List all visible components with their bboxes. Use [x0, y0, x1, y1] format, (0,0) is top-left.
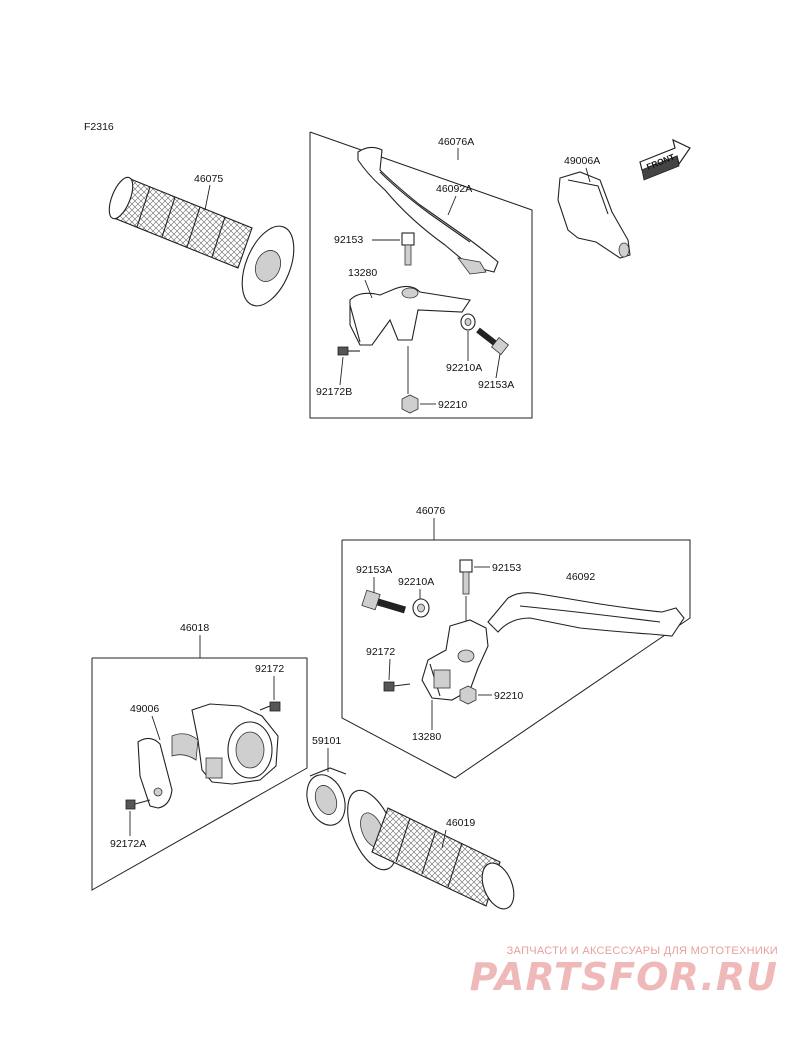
label-46075: 46075	[194, 173, 223, 185]
washer-92210A-top	[460, 313, 476, 331]
holder-13280-bottom	[421, 619, 489, 701]
label-92210-bottom: 92210	[494, 690, 523, 702]
label-92172-bottom: 92172	[366, 646, 395, 658]
label-13280-top: 13280	[348, 267, 377, 279]
figure-code: F2316	[84, 121, 114, 133]
guard-49006A	[557, 171, 631, 259]
nut-92210-top	[401, 394, 419, 414]
front-direction-arrow: FRONT	[639, 138, 691, 181]
throttle-housing	[171, 703, 279, 785]
screw-92172B	[337, 346, 360, 356]
label-49006: 49006	[130, 703, 159, 715]
label-92153-bottom: 92153	[492, 562, 521, 574]
screw-92172A	[125, 799, 151, 810]
nut-92210-bottom	[459, 685, 477, 705]
cover-49006	[137, 737, 173, 809]
label-92172-left: 92172	[255, 663, 284, 675]
label-92153-top: 92153	[334, 234, 363, 246]
screw-92172-bottom	[383, 681, 411, 692]
bolt-92153-top	[401, 232, 415, 266]
collar-59101	[306, 767, 347, 826]
watermark: ЗАПЧАСТИ И АКСЕССУАРЫ ДЛЯ МОТОТЕХНИКИ PA…	[470, 945, 778, 997]
label-13280-bottom: 13280	[412, 731, 441, 743]
frame-bottom-lever	[341, 539, 691, 779]
label-92172A: 92172A	[110, 838, 146, 850]
lever-46092A	[357, 146, 499, 275]
lever-46092	[487, 592, 685, 637]
grip-46075	[108, 176, 295, 307]
holder-13280-top	[349, 285, 471, 346]
frame-top-lever	[309, 131, 533, 419]
label-92153A-bottom: 92153A	[356, 564, 392, 576]
bolt-92153A-top	[476, 327, 509, 355]
label-59101: 59101	[312, 735, 341, 747]
label-46018: 46018	[180, 622, 209, 634]
label-92153A-top: 92153A	[478, 379, 514, 391]
label-92172B: 92172B	[316, 386, 352, 398]
washer-92210A-bottom	[412, 598, 430, 618]
screw-92172-left	[259, 701, 281, 712]
grip-46019	[347, 789, 515, 910]
label-49006A: 49006A	[564, 155, 600, 167]
label-92210A-top: 92210A	[446, 362, 482, 374]
label-46092A: 46092A	[436, 183, 472, 195]
bolt-92153-bottom	[459, 559, 473, 595]
label-46076A: 46076A	[438, 136, 474, 148]
label-46076: 46076	[416, 505, 445, 517]
bolt-92153A-bottom	[361, 589, 406, 614]
frame-throttle	[91, 657, 308, 891]
label-92210-top: 92210	[438, 399, 467, 411]
label-46019: 46019	[446, 817, 475, 829]
label-46092: 46092	[566, 571, 595, 583]
label-92210A-bottom: 92210A	[398, 576, 434, 588]
watermark-tagline: ЗАПЧАСТИ И АКСЕССУАРЫ ДЛЯ МОТОТЕХНИКИ	[506, 945, 778, 957]
watermark-logo: PARTSFOR.RU	[469, 955, 778, 999]
